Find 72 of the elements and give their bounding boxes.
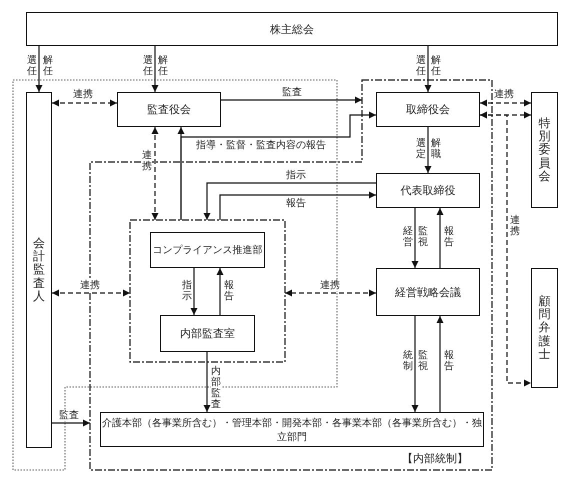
node-label: 内部監査室 (180, 326, 235, 341)
region-label: 【内部統制】 (402, 451, 468, 466)
node-label: 監査役会 (147, 102, 191, 117)
edge-label: 選任 (27, 55, 37, 77)
annotation-text: 解任 (158, 55, 168, 77)
arrow (436, 208, 444, 268)
vertical-box (531, 268, 558, 388)
node-label: 介護本部（各事業所含む）・管理本部・開発本部・各事業本部（各事業所含む）・独立部門 (101, 416, 483, 444)
edge-label: 報告 (444, 350, 454, 372)
arrow (411, 316, 419, 412)
arrow (424, 46, 432, 92)
edge-label: 統制 (403, 350, 413, 372)
edge-label: 連携 (80, 280, 100, 291)
arrow (411, 208, 419, 268)
process-box (376, 268, 480, 316)
process-box (376, 92, 480, 127)
arrow (151, 46, 159, 92)
annotation-text: 解任 (431, 55, 441, 77)
node-label: 代表取締役 (400, 183, 456, 198)
edge-label: 監査 (282, 87, 302, 98)
edge-label: 報告 (444, 226, 454, 248)
edge-label: 選定 (416, 138, 426, 160)
arrow (151, 127, 159, 220)
arrow (216, 268, 224, 315)
arrow (35, 46, 43, 92)
edge-label: 報告 (224, 280, 234, 302)
edge-label: 連携 (510, 215, 520, 237)
node-label: 取締役会 (406, 102, 450, 117)
arrow (203, 352, 211, 412)
edge-label: 選任 (143, 55, 153, 77)
annotation-text: 解任 (43, 55, 53, 77)
edge-label: 指導・監督・監査内容の報告 (196, 140, 326, 151)
edge-label: 連携 (73, 89, 93, 100)
edge-label: 選任 (416, 55, 426, 77)
edge-label: 連携 (142, 150, 152, 172)
annotation-text: 解職 (431, 138, 441, 160)
edge-label: 連携 (494, 89, 514, 100)
arrow (52, 289, 130, 297)
process-box (117, 92, 221, 127)
edge-label: 内部監査 (211, 366, 221, 410)
arrow (190, 268, 198, 315)
node-label: 会計監査人 (33, 237, 45, 303)
edge-label: 連携 (320, 280, 340, 291)
arrow (52, 419, 90, 427)
process-box (160, 315, 255, 352)
edge-label: 指示 (182, 280, 192, 302)
arrow (480, 111, 531, 387)
edge-label: 指示 (286, 170, 306, 181)
process-box (150, 232, 265, 268)
vertical-box (26, 92, 52, 448)
node-label: 経営戦略会議 (395, 284, 461, 300)
arrow (480, 99, 531, 107)
arrow (180, 111, 376, 220)
annotation-text: 監視 (418, 226, 428, 248)
edge-label: 経営 (403, 226, 413, 248)
arrow (424, 127, 432, 173)
node-label: コンプライアンス推進部 (152, 244, 262, 257)
arrow (52, 99, 117, 107)
edge-label: 報告 (286, 198, 306, 209)
arrow (219, 191, 376, 220)
vertical-box (531, 92, 558, 208)
node-label: 顧問弁護士 (538, 295, 550, 361)
arrow (285, 289, 376, 297)
node-label: 株主総会 (270, 22, 314, 36)
arrow (221, 96, 362, 104)
node-label: 特別委員会 (538, 117, 550, 183)
edge-label: 監査 (59, 410, 79, 421)
arrow (203, 182, 376, 220)
process-box (376, 173, 480, 208)
annotation-text: 監視 (418, 350, 428, 372)
process-box (26, 12, 558, 46)
arrow (436, 316, 444, 412)
